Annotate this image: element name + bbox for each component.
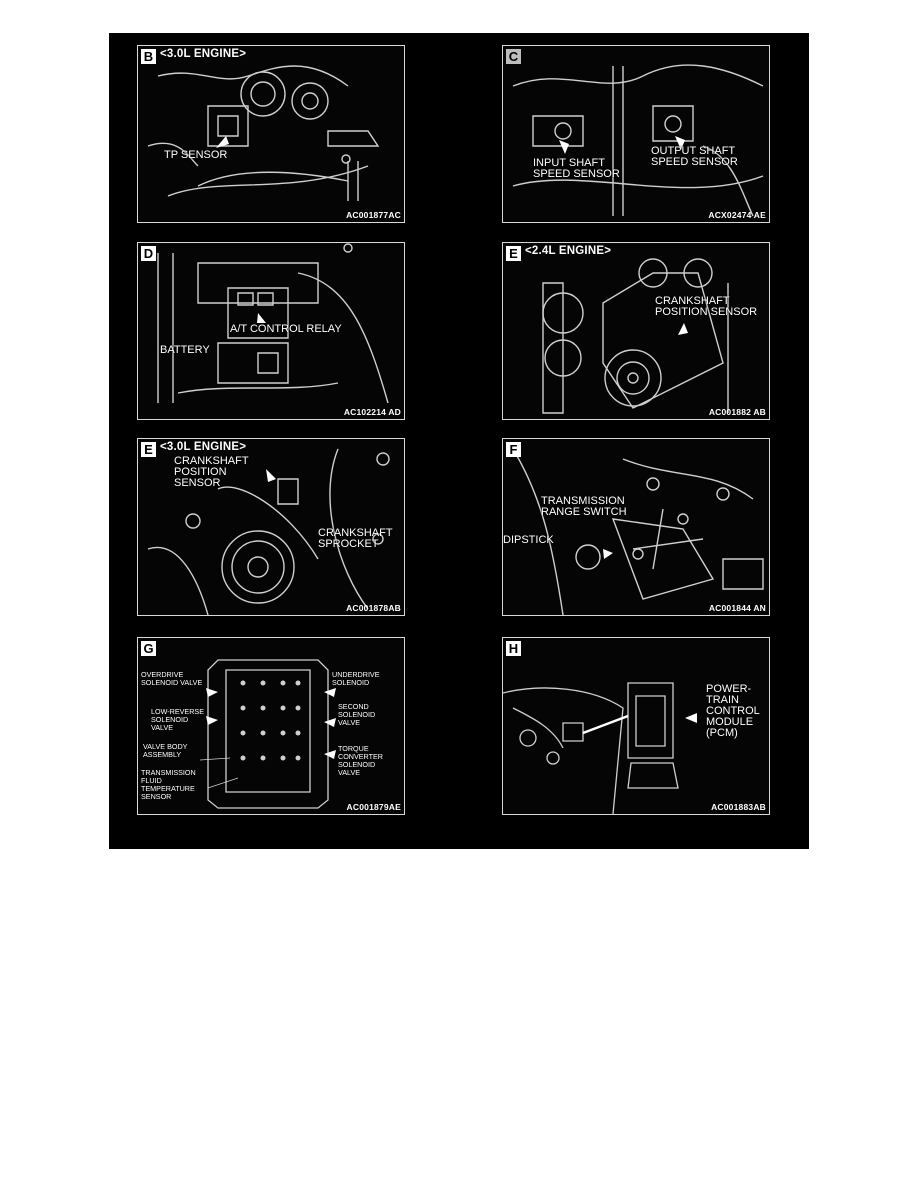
figure-code: AC001883AB	[711, 802, 766, 812]
figure-sheet: B <3.0L ENGINE> TP SENSOR AC001877AC C I…	[109, 33, 809, 849]
figure-code: AC001879AE	[346, 802, 401, 812]
panel-letter: E	[141, 442, 156, 457]
engine-label: <2.4L ENGINE>	[525, 245, 612, 257]
panel-letter: B	[141, 49, 156, 64]
panel-letter: D	[141, 246, 156, 261]
crankshaft-sensor-2-4l-illustration	[542, 258, 729, 414]
figure-code: AC001882 AB	[708, 407, 766, 417]
panel-letter: C	[506, 49, 521, 64]
label-battery: BATTERY	[160, 344, 210, 356]
figure-code: AC001878AB	[346, 603, 401, 613]
tp-sensor-illustration	[147, 65, 380, 201]
pcm-location-illustration	[503, 682, 697, 814]
figure-code: AC102214 AD	[343, 407, 401, 417]
valve-body-illustration	[199, 659, 336, 809]
label-dipstick: DIPSTICK	[503, 534, 554, 546]
panel-letter: G	[141, 641, 156, 656]
panel-letter: H	[506, 641, 521, 656]
label-at-control-relay: A/T CONTROL RELAY	[230, 323, 342, 335]
control-relay-illustration	[157, 243, 389, 404]
figure-code: ACX02474 AE	[708, 210, 766, 220]
engine-label: <3.0L ENGINE>	[160, 441, 247, 453]
panel-letter: E	[506, 246, 521, 261]
transmission-range-switch-illustration	[512, 448, 764, 615]
shaft-speed-sensor-illustration	[512, 64, 764, 217]
crankshaft-sprocket-illustration	[147, 448, 390, 615]
engine-label: <3.0L ENGINE>	[160, 48, 247, 60]
panel-letter: F	[506, 442, 521, 457]
label-tp-sensor: TP SENSOR	[164, 149, 228, 161]
panel-d: D A/T CONTROL RELAY BATTERY AC102214 AD	[137, 242, 405, 420]
panel-b: B <3.0L ENGINE> TP SENSOR AC001877AC	[137, 45, 405, 223]
figure-code: AC001877AC	[346, 210, 401, 220]
figure-code: AC001844 AN	[708, 603, 766, 613]
